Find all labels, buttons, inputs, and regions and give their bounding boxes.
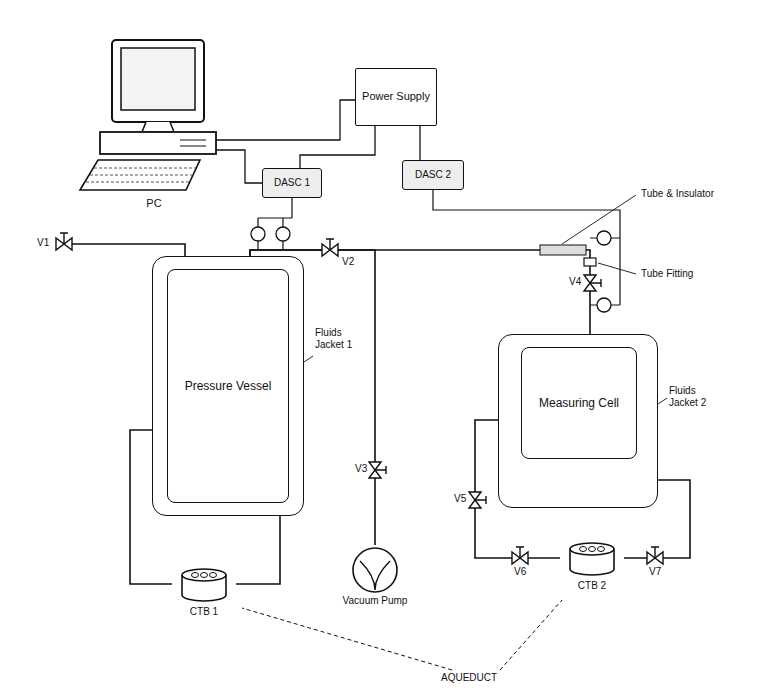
valve-handle <box>651 547 659 558</box>
bath-port <box>192 573 199 578</box>
leader-line <box>598 263 636 274</box>
signal-wire <box>433 190 620 305</box>
leader-line <box>304 356 313 362</box>
bath-symbol <box>560 540 624 578</box>
tube-insulator <box>540 245 586 255</box>
node-label: Fluids Jacket 2 <box>669 385 715 409</box>
sensor <box>597 231 611 245</box>
part-label: Tube Fitting <box>640 268 694 280</box>
keyboard-keys <box>86 168 196 182</box>
aqueduct-line <box>242 608 452 670</box>
data-cable <box>216 150 262 183</box>
bath-symbol <box>172 566 236 604</box>
leader-line <box>562 195 636 244</box>
part-label: V6 <box>513 566 527 578</box>
sensor <box>597 298 611 312</box>
fluids-jacket: Fluids Jacket 1Pressure Vessel <box>152 256 304 516</box>
valve-handle <box>326 239 334 250</box>
node-label: Power Supply <box>362 90 430 103</box>
pump-impeller <box>360 561 390 590</box>
node-label: DASC 1 <box>274 177 310 189</box>
power-cable <box>419 126 420 160</box>
valve-handle <box>60 233 68 244</box>
power-supply-box: Power Supply <box>355 68 437 126</box>
fluids-jacket: Fluids Jacket 2Measuring Cell <box>498 334 658 508</box>
pump-symbol <box>351 546 399 594</box>
data-cable <box>216 100 355 140</box>
valve-symbol <box>56 233 72 250</box>
vacuum-pump: Vacuum Pump <box>335 545 415 609</box>
valve-symbol <box>647 547 663 564</box>
node-label: Fluids Jacket 1 <box>315 327 361 351</box>
leader-line <box>658 398 667 404</box>
part-label: AQUEDUCT <box>440 672 498 684</box>
sensor <box>251 227 265 241</box>
node-label: CTB 2 <box>560 540 624 592</box>
computer-node: PC <box>92 30 216 212</box>
tube-fitting <box>584 258 596 266</box>
part-label: V2 <box>341 256 355 268</box>
part-label: V1 <box>36 237 50 249</box>
node-label: Measuring Cell <box>539 396 619 410</box>
bath-top <box>570 543 614 555</box>
part-label: V3 <box>354 463 368 475</box>
power-cable <box>300 126 375 168</box>
valve-handle <box>375 466 386 474</box>
valve-handle <box>475 496 486 504</box>
part-label: Tube & Insulator <box>640 188 715 200</box>
sensor <box>276 227 290 241</box>
bath-top <box>182 569 226 581</box>
screen <box>121 48 195 110</box>
bath-port <box>598 547 605 552</box>
circulating-bath: CTB 1 <box>172 566 236 622</box>
node-label: DASC 2 <box>415 169 451 181</box>
valve-symbol <box>369 462 386 478</box>
monitor <box>112 40 204 122</box>
node-label: CTB 1 <box>172 566 236 618</box>
signal-wire <box>258 198 292 250</box>
monitor-stand <box>142 122 174 132</box>
part-label: V5 <box>453 493 467 505</box>
vessel-box: Measuring Cell <box>521 347 637 459</box>
valve-symbol <box>584 275 601 291</box>
part-label: V7 <box>648 566 662 578</box>
node-label: PC <box>92 197 216 210</box>
bath-port <box>580 547 587 552</box>
valve-handle <box>590 279 601 287</box>
vessel-box: Pressure Vessel <box>167 269 289 503</box>
daq-module: DASC 1 <box>262 168 322 198</box>
system-unit <box>100 132 216 154</box>
valve-symbol <box>512 547 528 564</box>
valve-symbol <box>322 239 338 256</box>
bath-port <box>210 573 217 578</box>
node-label: Vacuum Pump <box>335 545 415 607</box>
pump-casing <box>353 548 397 592</box>
part-label: V4 <box>568 276 582 288</box>
valve-symbol <box>469 492 486 508</box>
keyboard <box>80 160 200 190</box>
bath-port <box>201 573 208 578</box>
drive-slot <box>180 140 206 146</box>
bath-port <box>589 547 596 552</box>
circulating-bath: CTB 2 <box>560 540 624 596</box>
daq-module: DASC 2 <box>402 160 464 190</box>
water-line <box>236 516 280 584</box>
aqueduct-line <box>500 600 562 670</box>
node-label: Pressure Vessel <box>185 379 272 393</box>
pc-illustration <box>80 40 216 190</box>
valve-handle <box>516 547 524 558</box>
